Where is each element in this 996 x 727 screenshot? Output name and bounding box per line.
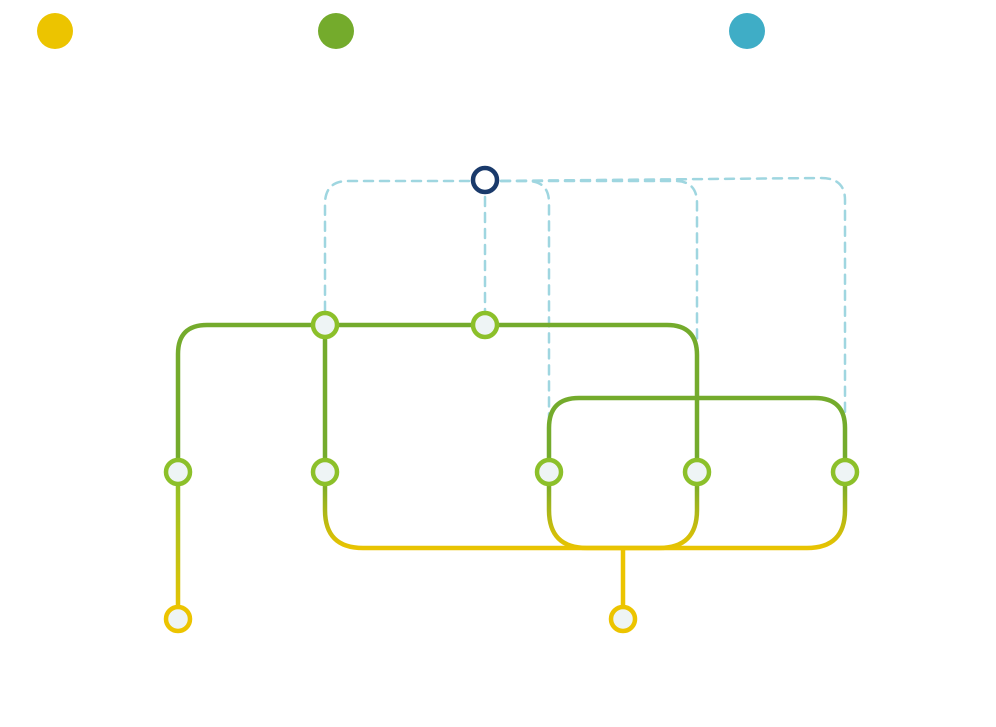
legend-yellow-dot-icon — [37, 13, 73, 49]
green-node-row-5 — [830, 457, 860, 487]
dashed-link-far-right — [483, 176, 847, 474]
green-right-loop — [546, 395, 848, 472]
bottom-loop-outer — [322, 472, 848, 551]
green-node-row-1 — [163, 457, 193, 487]
green-top-loop — [175, 322, 700, 472]
green-node-top-center — [470, 310, 500, 340]
dashed-link-left — [323, 179, 487, 327]
dashed-links — [323, 176, 847, 474]
legend-teal-dot-icon — [729, 13, 765, 49]
nodes — [163, 165, 860, 634]
bottom-links — [322, 472, 848, 551]
green-node-top-left — [310, 310, 340, 340]
green-node-row-2 — [310, 457, 340, 487]
hub-node — [470, 165, 500, 195]
green-links — [175, 322, 848, 472]
green-node-row-3 — [534, 457, 564, 487]
dashed-link-right — [483, 179, 699, 474]
legend-green-dot-icon — [318, 13, 354, 49]
yellow-node-center — [608, 604, 638, 634]
bottom-loop-inner — [546, 472, 700, 551]
green-node-row-4 — [682, 457, 712, 487]
yellow-node-left — [163, 604, 193, 634]
